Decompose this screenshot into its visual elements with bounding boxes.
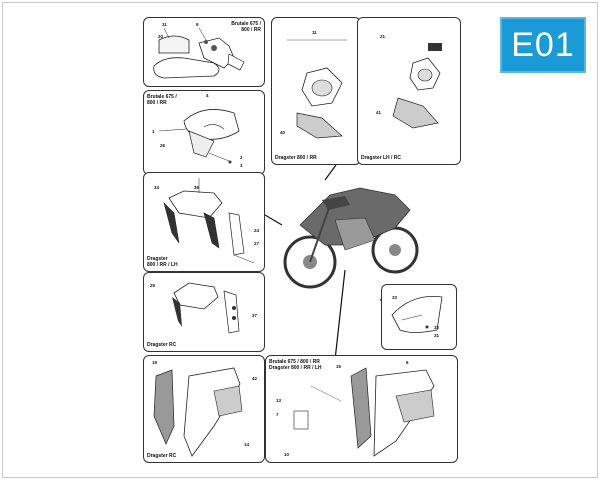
callout-number: 32	[434, 325, 440, 330]
panel-label: Dragster RC	[147, 342, 177, 348]
callout-number: 41	[376, 110, 382, 115]
callout-number: 14	[244, 442, 250, 447]
headlight-drawing	[158, 109, 240, 164]
callout-number: 9	[196, 22, 199, 27]
callout-number: 13	[276, 398, 282, 403]
section-code-badge: E01	[500, 17, 586, 73]
panel-label: Dragster LH / RC	[361, 155, 402, 161]
callout-number: 40	[280, 130, 286, 135]
panel-side-cover[interactable]: 33 32 31	[381, 284, 457, 350]
callout-number: 35	[194, 185, 200, 190]
callout-number: 7	[276, 412, 279, 417]
headlight-lh-drawing	[392, 43, 442, 129]
panel-dragster-fairing[interactable]: Dragster 800 / RR / LH 34 35 24 27	[143, 172, 265, 272]
panel-dragster-rc[interactable]: Dragster RC 25 37	[143, 272, 265, 352]
callout-number: 1	[152, 129, 155, 134]
callout-number: 2	[240, 155, 243, 160]
callout-number: 3	[240, 163, 243, 168]
callout-number: 31	[434, 333, 440, 338]
callout-number: 6	[406, 360, 409, 365]
fairing-drawing	[163, 178, 255, 264]
callout-number: 34	[154, 185, 160, 190]
callout-number: 11	[162, 22, 167, 27]
instrument-cluster-drawing	[153, 27, 245, 79]
panel-top-left[interactable]: Brutale 675 / 800 / RR 11 9 20	[143, 17, 265, 87]
panel-label: Dragster RC	[147, 453, 177, 459]
panel-dragster-800-rr[interactable]: Dragster 800 / RR 11 40	[271, 17, 361, 165]
headlight-exploded-drawing	[287, 39, 347, 139]
callout-number: 19	[152, 360, 158, 365]
callout-number: 37	[252, 313, 258, 318]
callout-number: 24	[254, 228, 260, 233]
side-panel-drawing	[153, 367, 243, 457]
callout-number: 21	[380, 34, 386, 39]
callout-number: 11	[312, 30, 317, 35]
callout-number: 15	[336, 364, 342, 369]
callout-number: 20	[158, 34, 164, 39]
callout-number: 42	[252, 376, 258, 381]
panel-label: Dragster 800 / RR / LH	[147, 256, 178, 268]
panel-bottom-right[interactable]: Brutale 675 / 800 / RR Dragster 800 / RR…	[265, 355, 458, 463]
side-panel-exploded-drawing	[293, 367, 435, 457]
callout-number: 27	[254, 241, 260, 246]
panel-label: Brutale 675 / 800 / RR	[231, 21, 261, 33]
panel-brutale-headlight[interactable]: Brutale 675 / 800 / RR 4 1 26 2 3	[143, 90, 265, 175]
callout-number: 25	[150, 283, 156, 288]
panel-label: Dragster 800 / RR	[275, 155, 317, 161]
callout-number: 10	[284, 452, 290, 457]
fairing-rc-drawing	[172, 282, 240, 334]
panel-dragster-lh-rc[interactable]: Dragster LH / RC 21 41	[357, 17, 461, 165]
panel-bottom-left[interactable]: Dragster RC 19 42 14	[143, 355, 265, 463]
callout-number: 4	[206, 93, 209, 98]
side-cover-drawing	[391, 296, 443, 333]
panel-label: Brutale 675 / 800 / RR	[147, 94, 177, 106]
callout-number: 26	[160, 143, 166, 148]
callout-number: 33	[392, 295, 398, 300]
panel-label: Brutale 675 / 800 / RR Dragster 800 / RR…	[269, 359, 322, 371]
